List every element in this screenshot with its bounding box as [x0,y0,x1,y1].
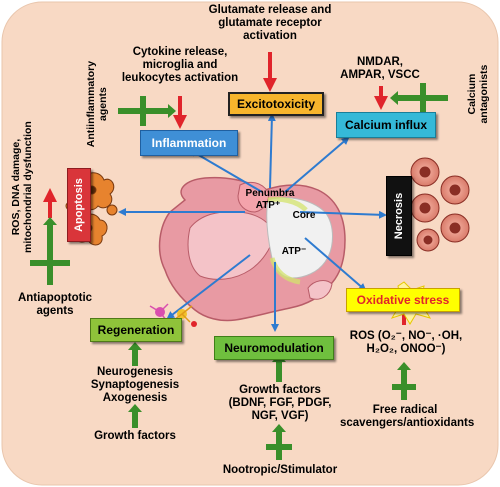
nootropic-label: Nootropic/Stimulator [222,464,338,476]
neuromodulation-box: Neuromodulation [214,336,334,360]
free-radical-label: Free radical scavengers/antioxidants [340,404,475,430]
penumbra-label: Penumbra [245,188,295,199]
excitotoxicity-box: Excitotoxicity [228,92,324,116]
glutamate-label: Glutamate release and glutamate receptor… [208,4,332,43]
arrow-to-necrosis [299,210,387,219]
antiapoptotic-label: Antiapoptotic agents [17,292,93,318]
growth-factors-left-label: Growth factors [94,430,176,442]
atp-minus-label: ATP⁻ [281,246,307,257]
brain-slice [158,176,346,322]
antiapoptotic-inhibitor [30,217,70,285]
green-inhibitors [30,83,448,460]
antiinflammatory-label: Antiinflammatory agents [84,60,109,148]
necrosis-box: Necrosis [386,176,412,256]
calcium-antagonists-label: Calcium antagonists [465,64,490,124]
arrow-to-calcium [284,136,350,193]
oxidative-stress-box: Oxidative stress [346,288,460,312]
calcium-antagonist-inhibitor [390,83,448,113]
atp-plus-label: ATP⁺ [255,200,281,211]
growth-factors-list-label: Growth factors (BDNF, FGF, PDGF, NGF, VG… [228,384,332,423]
nootropic-arrow [266,424,292,460]
regeneration-box: Regeneration [90,318,182,342]
nmdar-label: NMDAR, AMPAR, VSCC [340,56,420,82]
antiinflammatory-inhibitor [118,96,176,126]
growth-factor-left-arrow [128,404,142,428]
red-arrows [43,52,411,325]
arrow-to-oxidative [304,237,367,292]
ros-dna-label: ROS, DNA damage, mitochondrial dysfuncti… [9,121,34,253]
arrow-to-inflammation [188,148,263,193]
apoptosis-box: Apoptosis [67,168,91,242]
neurogenesis-label: Neurogenesis Synaptogenesis Axogenesis [90,366,180,405]
necrotic-cells [410,157,470,252]
ros-species-label: ROS (O₂⁻, NO⁻, ·OH, H₂O₂, ONOO⁻) [349,330,463,356]
arrow-to-regeneration [166,254,251,320]
free-radical-inhibitor [392,362,416,400]
core-label: Core [292,210,316,221]
cytokine-label: Cytokine release, microglia and leukocyt… [121,46,239,85]
neurogenesis-arrow [128,342,142,366]
calcium-influx-box: Calcium influx [336,112,436,138]
inflammation-box: Inflammation [140,130,238,156]
blue-arrows [118,113,387,332]
arrow-to-excitotoxicity [267,113,276,189]
